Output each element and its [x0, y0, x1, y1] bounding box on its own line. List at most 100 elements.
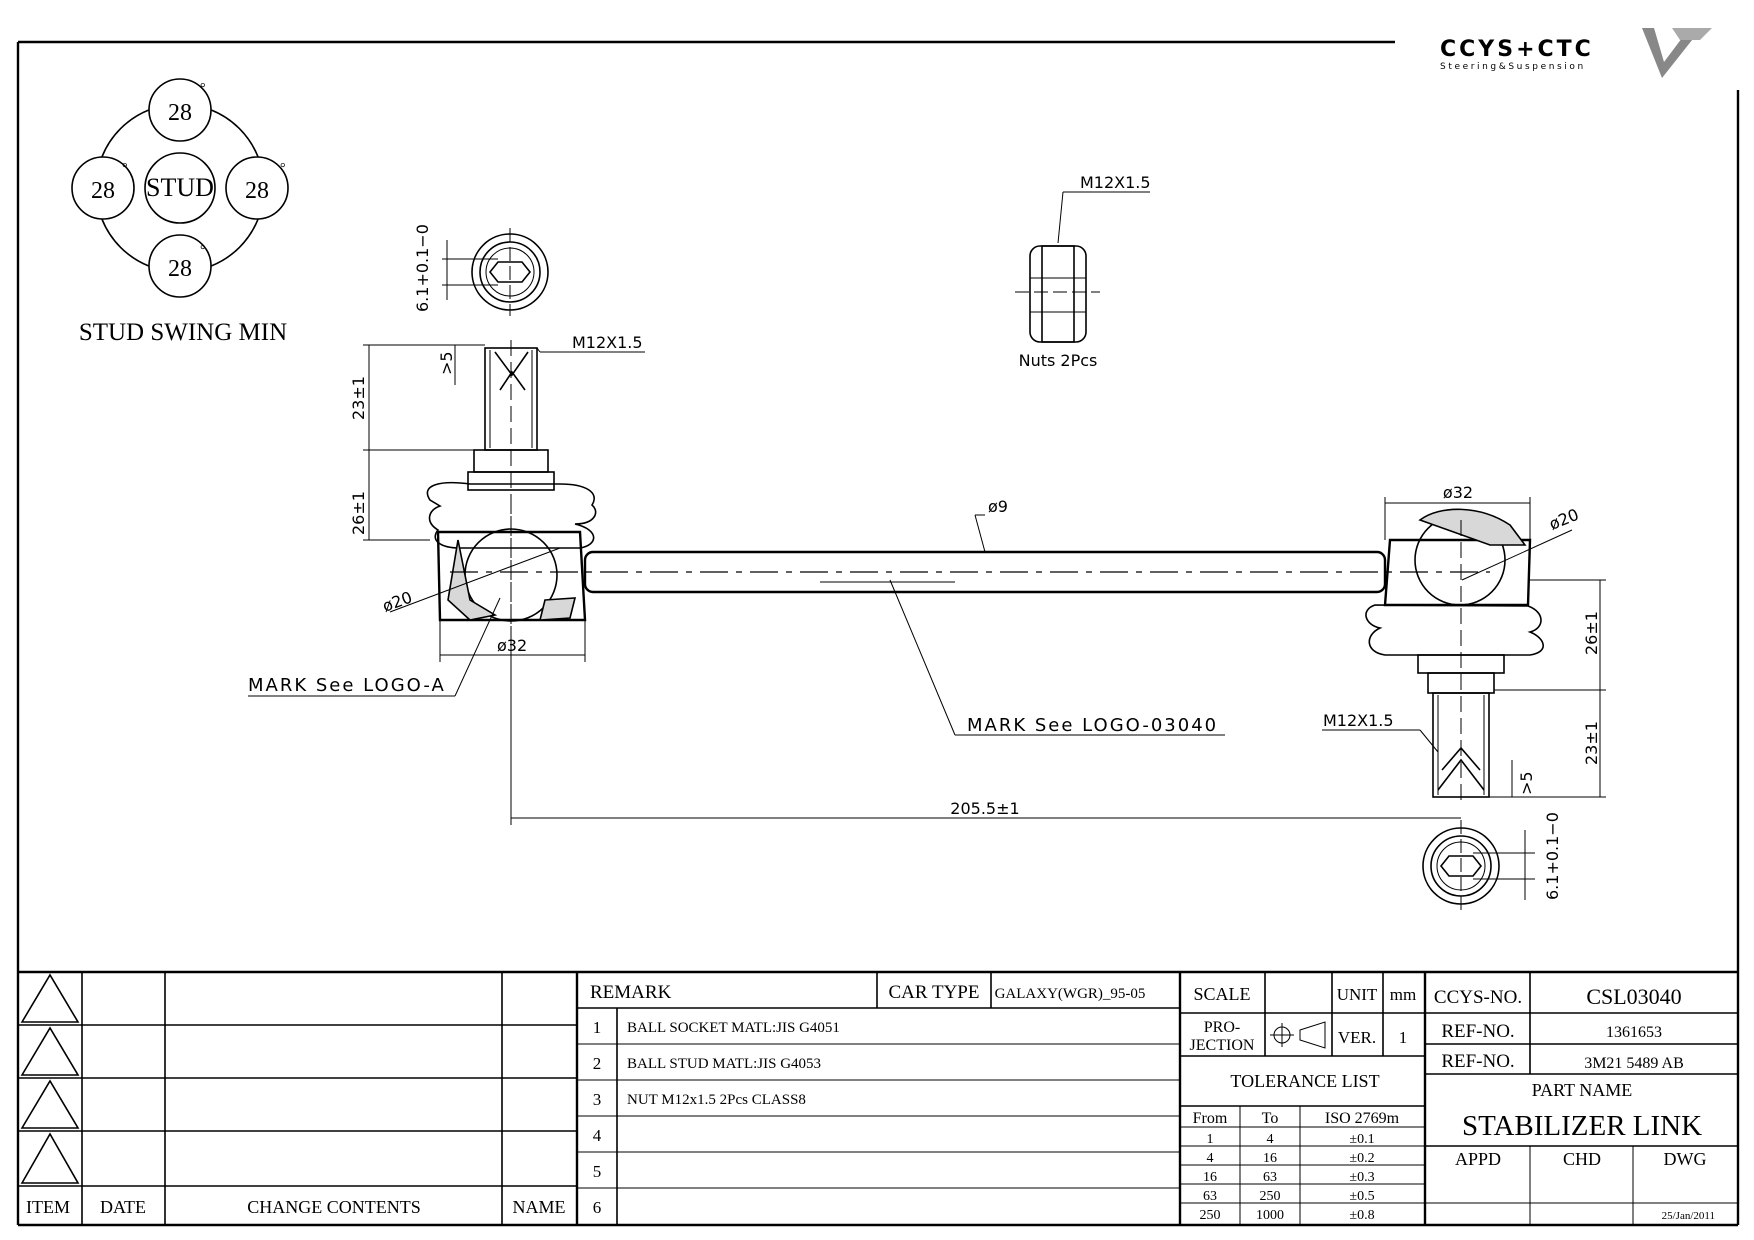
left-26-dim: 26±1	[349, 491, 368, 535]
unit-label: UNIT	[1337, 985, 1378, 1004]
right-gt5-dim: >5	[1517, 771, 1536, 795]
svg-text:±0.3: ±0.3	[1349, 1170, 1374, 1185]
title-block: CCYS-NO. CSL03040 REF-NO. 1361653 REF-NO…	[1423, 972, 1738, 1225]
remark-row-3: NUT M12x1.5 2Pcs CLASS8	[627, 1092, 806, 1108]
swing-left: 28	[91, 178, 115, 204]
left-gt5-dim: >5	[437, 351, 456, 375]
unit-value: mm	[1390, 985, 1416, 1004]
tolerance-table: TOLERANCE LIST From To ISO 2769m 1 4 ±0.…	[1180, 1071, 1425, 1225]
ref-no-label-2: REF-NO.	[1441, 1051, 1514, 1072]
svg-text:±0.1: ±0.1	[1349, 1132, 1374, 1147]
right-dia20-dim: ø20	[1546, 505, 1581, 534]
nut: M12X1.5 Nuts 2Pcs	[1015, 173, 1151, 370]
svg-text:±0.8: ±0.8	[1349, 1208, 1374, 1223]
ref-no-value-2: 3M21 5489 AB	[1584, 1055, 1684, 1072]
length-dim: 205.5±1	[950, 799, 1019, 818]
svg-text:6: 6	[593, 1198, 602, 1217]
revision-table: ITEM DATE CHANGE CONTENTS NAME	[18, 970, 1738, 1225]
right-26-dim: 26±1	[1582, 611, 1601, 655]
chd-label: CHD	[1563, 1149, 1601, 1169]
svg-text:4: 4	[1267, 1132, 1274, 1147]
swing-center: STUD	[146, 173, 214, 202]
mark-logo-rod: MARK See LOGO-03040	[967, 715, 1218, 736]
svg-text:250: 250	[1200, 1208, 1221, 1223]
car-type-value: GALAXY(WGR)_95-05	[995, 986, 1146, 1002]
rod	[450, 550, 1490, 594]
col-item: ITEM	[26, 1197, 70, 1217]
ver-label: VER.	[1338, 1028, 1376, 1047]
mark-logo-a: MARK See LOGO-A	[248, 675, 446, 696]
right-stud-end-view: 6.1+0.1−0	[1422, 812, 1562, 910]
tolerance-title: TOLERANCE LIST	[1230, 1071, 1379, 1091]
brand-logo: CCYS+CTC Steering&Suspension	[1440, 28, 1712, 78]
left-hex-dim: 6.1+0.1−0	[413, 224, 432, 312]
remark-row-1: BALL SOCKET MATL:JIS G4051	[627, 1020, 840, 1036]
logo-tagline: Steering&Suspension	[1440, 62, 1586, 72]
remark-table: REMARK CAR TYPE GALAXY(WGR)_95-05 1 BALL…	[577, 972, 1180, 1225]
left-stud-end-view: 6.1+0.1−0	[413, 224, 549, 316]
svg-text:4: 4	[1207, 1151, 1214, 1166]
ref-no-value-1: 1361653	[1606, 1024, 1662, 1041]
ver-value: 1	[1399, 1028, 1408, 1047]
left-dimensions: 23±1 26±1 >5 M12X1.5 ø32 ø20 MARK See LO…	[248, 333, 645, 697]
col-date: DATE	[100, 1197, 146, 1217]
left-thread-label: M12X1.5	[572, 333, 643, 352]
nut-thread-label: M12X1.5	[1080, 173, 1151, 192]
right-dia32-dim: ø32	[1443, 483, 1473, 502]
svg-text:2: 2	[593, 1054, 602, 1073]
svg-text:°: °	[200, 81, 206, 96]
svg-text:4: 4	[593, 1126, 602, 1145]
svg-text:5: 5	[593, 1162, 602, 1181]
appd-label: APPD	[1455, 1149, 1501, 1169]
right-23-dim: 23±1	[1582, 721, 1601, 765]
left-dia32-dim: ø32	[497, 636, 527, 655]
right-hex-dim: 6.1+0.1−0	[1543, 812, 1562, 900]
svg-text:16: 16	[1263, 1151, 1277, 1166]
col-change: CHANGE CONTENTS	[247, 1197, 421, 1217]
ref-no-label-1: REF-NO.	[1441, 1021, 1514, 1042]
spec-table: SCALE UNIT mm PRO- JECTION VER. 1	[1178, 972, 1425, 1225]
right-ball-joint	[1365, 508, 1544, 805]
right-thread-label: M12X1.5	[1323, 711, 1394, 730]
nuts-label: Nuts 2Pcs	[1019, 351, 1098, 370]
remark-title: REMARK	[590, 982, 672, 1003]
col-name: NAME	[513, 1197, 566, 1217]
svg-text:250: 250	[1260, 1189, 1281, 1204]
logo-brand: CCYS+CTC	[1440, 37, 1594, 62]
logo-mark-icon	[1642, 28, 1700, 78]
svg-text:±0.5: ±0.5	[1349, 1189, 1374, 1204]
svg-text:°: °	[280, 161, 286, 176]
rod-dimensions: ø9 MARK See LOGO-03040 205.5±1	[510, 497, 1461, 825]
swing-top: 28	[168, 100, 192, 126]
svg-text:1000: 1000	[1256, 1208, 1284, 1223]
svg-text:From: From	[1193, 1110, 1228, 1127]
projection-label-1: PRO-	[1204, 1019, 1240, 1036]
left-23-dim: 23±1	[349, 376, 368, 420]
drawing-date: 25/Jan/2011	[1662, 1210, 1715, 1222]
svg-text:°: °	[200, 243, 206, 258]
svg-text:°: °	[122, 161, 128, 176]
svg-text:16: 16	[1203, 1170, 1217, 1185]
scale-label: SCALE	[1193, 984, 1250, 1004]
sheet-frame	[16, 40, 1740, 1227]
projection-label-2: JECTION	[1190, 1037, 1255, 1054]
svg-text:±0.2: ±0.2	[1349, 1151, 1374, 1166]
stud-swing-diagram: 28 ° 28 ° 28 ° 28 ° STUD STUD SWING MIN	[71, 78, 289, 346]
svg-text:ISO 2769m: ISO 2769m	[1325, 1110, 1400, 1127]
dwg-label: DWG	[1664, 1149, 1707, 1169]
part-name-label: PART NAME	[1532, 1080, 1632, 1100]
svg-text:1: 1	[593, 1018, 602, 1037]
projection-symbol-icon	[1270, 1021, 1326, 1049]
rod-dia-dim: ø9	[988, 497, 1008, 516]
ccys-no-label: CCYS-NO.	[1434, 987, 1522, 1008]
svg-text:To: To	[1262, 1110, 1279, 1127]
left-dia20-dim: ø20	[380, 588, 415, 616]
svg-text:3: 3	[593, 1090, 602, 1109]
swing-caption: STUD SWING MIN	[79, 319, 287, 346]
swing-right: 28	[245, 178, 269, 204]
remark-row-2: BALL STUD MATL:JIS G4053	[627, 1056, 821, 1072]
ccys-no-value: CSL03040	[1586, 984, 1681, 1009]
left-stud	[426, 340, 597, 650]
swing-bottom: 28	[168, 256, 192, 282]
